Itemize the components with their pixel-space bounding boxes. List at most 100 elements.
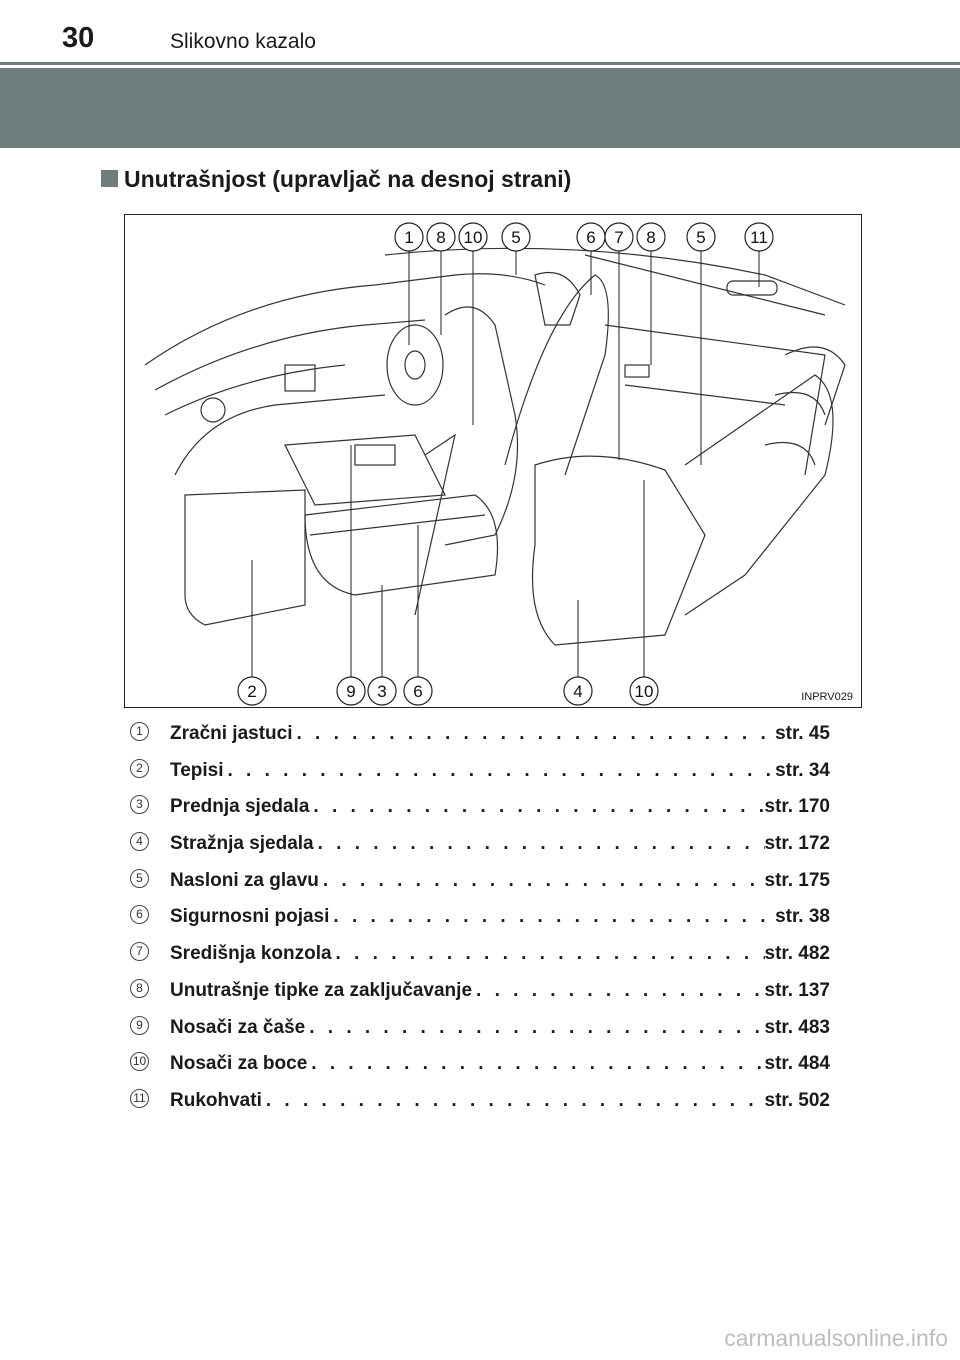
svg-text:5: 5 — [696, 228, 705, 247]
item-page-ref: str. 38 — [775, 906, 830, 928]
dot-leader — [224, 760, 776, 782]
item-page-ref: str. 484 — [764, 1053, 831, 1075]
item-number-badge: 8 — [130, 978, 149, 998]
svg-text:8: 8 — [436, 228, 445, 247]
item-label: Nosači za čaše — [170, 1016, 306, 1038]
svg-text:9: 9 — [346, 682, 355, 701]
dot-leader — [293, 723, 776, 745]
cabin-outline — [144, 247, 846, 646]
item-page-ref: str. 45 — [775, 723, 830, 744]
item-page-ref: str. 137 — [764, 979, 831, 1001]
callout-top-8: 8 — [426, 222, 456, 252]
dot-leader — [305, 1017, 764, 1039]
svg-text:11: 11 — [750, 228, 768, 247]
item-label: Nasloni za glavu — [170, 869, 319, 891]
callout-top-11: 11 — [744, 222, 774, 252]
item-label: Tepisi — [170, 759, 224, 781]
page-header: 30 Slikovno kazalo — [0, 0, 960, 150]
callout-bottom-3: 3 — [367, 676, 397, 706]
item-entry: Tepisi str. 34 — [170, 760, 830, 782]
list-item: 1 Zračni jastuci str. 45 — [130, 719, 830, 756]
list-item: 9 Nosači za čaše str. 483 — [130, 1013, 830, 1050]
item-number-badge: 10 — [130, 1052, 149, 1072]
item-entry: Rukohvatistr. 502 — [170, 1090, 830, 1112]
callout-top-5: 5 — [501, 222, 531, 252]
item-number-badge: 5 — [130, 868, 149, 888]
callout-bottom-10: 10 — [629, 676, 659, 706]
callout-bottom-2: 2 — [237, 676, 267, 706]
item-page-ref: str. 170 — [764, 796, 831, 818]
section-title: Unutrašnjost (upravljač na desnoj strani… — [124, 166, 572, 192]
header-rule — [0, 62, 960, 65]
list-item: 2Tepisistr. 34 — [130, 756, 830, 793]
callout-top-10: 10 — [458, 222, 488, 252]
item-entry: Unutrašnje tipke za zaključavanje str. 13… — [170, 980, 830, 1002]
item-entry: Nosači za boce str. 484 — [170, 1053, 830, 1075]
dot-leader — [319, 870, 765, 892]
svg-text:10: 10 — [635, 682, 654, 701]
item-page-ref: str. 175 — [764, 869, 831, 891]
item-page-ref: str. 34 — [775, 759, 830, 781]
dot-leader — [332, 943, 765, 965]
callout-top-8: 8 — [636, 222, 666, 252]
item-number-badge: 3 — [130, 795, 149, 815]
item-entry: Zračni jastuci str. 45 — [170, 723, 830, 745]
svg-text:3: 3 — [377, 682, 386, 701]
callout-bottom-4: 4 — [563, 676, 593, 706]
item-page-ref: str. 172 — [764, 833, 831, 855]
item-page-ref: str. 482 — [764, 943, 831, 965]
list-item: 5 Nasloni za glavu str. 175 — [130, 866, 830, 903]
svg-text:1: 1 — [404, 228, 413, 247]
svg-text:4: 4 — [573, 682, 582, 701]
item-entry: Nasloni za glavu str. 175 — [170, 870, 830, 892]
callout-bottom-9: 9 — [336, 676, 366, 706]
item-number-badge: 6 — [130, 905, 149, 925]
callout-top-5: 5 — [686, 222, 716, 252]
dot-leader — [314, 833, 765, 855]
page-number: 30 — [62, 22, 95, 54]
item-number-badge: 4 — [130, 832, 149, 852]
dot-leader — [262, 1090, 765, 1112]
list-item: 11Rukohvatistr. 502 — [130, 1086, 830, 1123]
interior-drawing — [144, 247, 846, 693]
svg-text:7: 7 — [614, 228, 623, 247]
watermark: carmanualsonline.info — [724, 1325, 948, 1351]
svg-text:10: 10 — [464, 228, 483, 247]
item-entry: Nosači za čaše str. 483 — [170, 1017, 830, 1039]
svg-text:6: 6 — [413, 682, 422, 701]
callout-bottom-6: 6 — [403, 676, 433, 706]
dot-leader — [472, 980, 764, 1002]
item-number-badge: 9 — [130, 1015, 149, 1035]
header-title: Slikovno kazalo — [170, 30, 316, 53]
section-marker-square — [101, 170, 118, 187]
item-entry: Središnja konzolastr. 482 — [170, 943, 830, 965]
item-page-ref: str. 483 — [764, 1016, 831, 1038]
callout-top-7: 7 — [604, 222, 634, 252]
item-label: Nosači za boce — [170, 1053, 308, 1075]
list-item: 10 Nosači za boce str. 484 — [130, 1049, 830, 1086]
figure-code: INPRV029 — [801, 691, 853, 703]
callout-top-1: 1 — [394, 222, 424, 252]
item-number-badge: 7 — [130, 942, 149, 962]
item-label: Unutrašnje tipke za zaključavanje — [170, 979, 473, 1001]
item-label: Prednja sjedala — [170, 796, 310, 818]
leader-lines — [251, 249, 760, 693]
svg-text:8: 8 — [646, 228, 655, 247]
list-item: 3 Prednja sjedala str. 170 — [130, 792, 830, 829]
list-item: 8 Unutrašnje tipke za zaključavanje str. 1… — [130, 976, 830, 1013]
item-label: Zračni jastuci — [170, 723, 293, 744]
dot-leader — [307, 1053, 764, 1075]
list-item: 4 Stražnja sjedalastr. 172 — [130, 829, 830, 866]
dot-leader — [329, 906, 775, 928]
item-number-badge: 1 — [130, 722, 149, 741]
dot-leader — [309, 796, 764, 818]
item-label: Rukohvati — [170, 1089, 262, 1111]
callout-top-6: 6 — [576, 222, 606, 252]
item-entry: Stražnja sjedalastr. 172 — [170, 833, 830, 855]
item-entry: Prednja sjedala str. 170 — [170, 796, 830, 818]
svg-text:5: 5 — [511, 228, 520, 247]
